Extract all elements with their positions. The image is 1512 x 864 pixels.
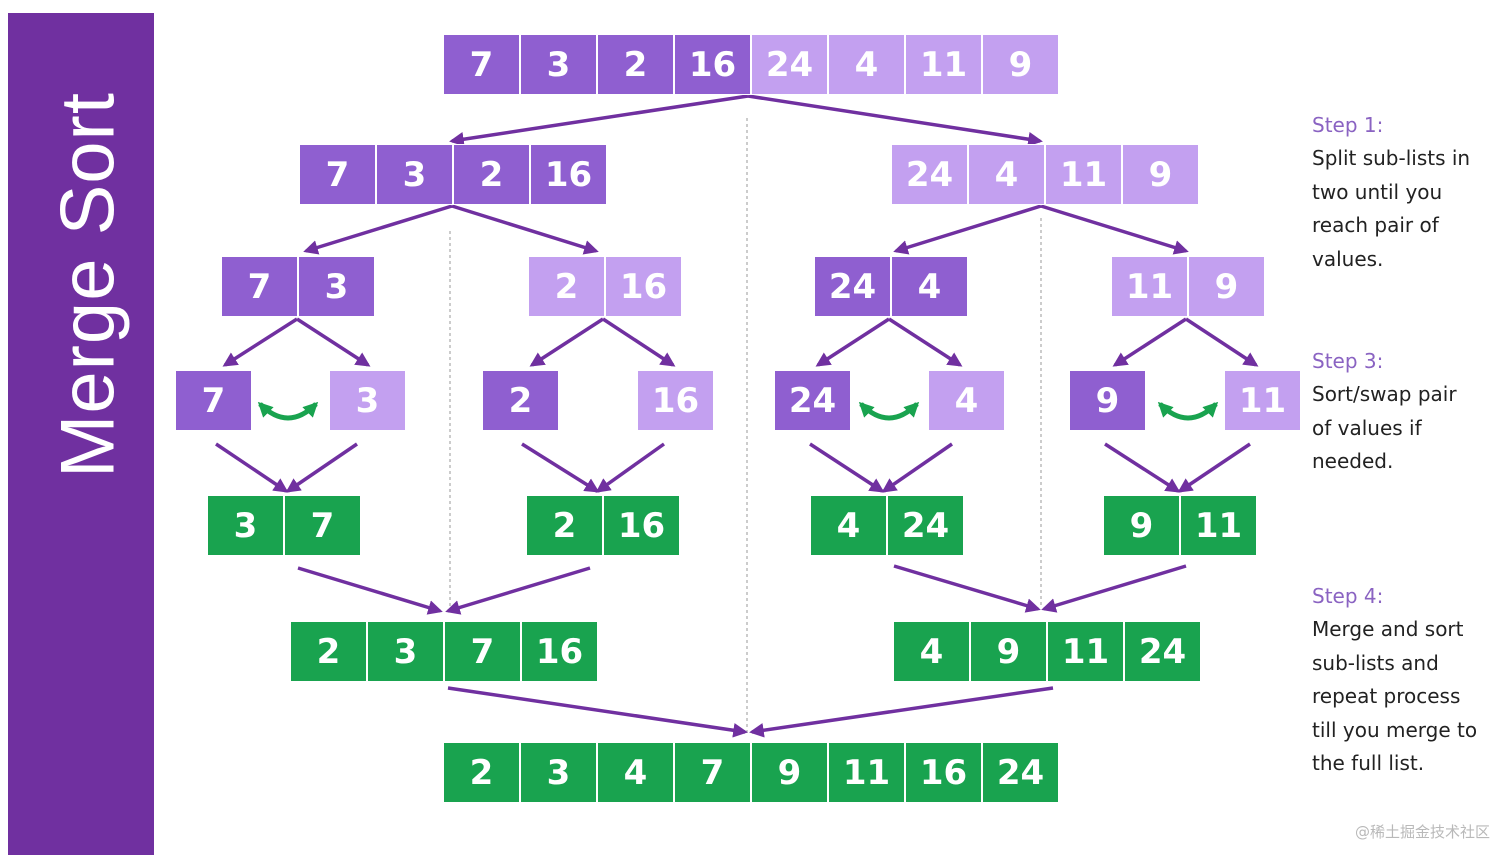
array-cell: 3 [367,621,444,682]
array-cell: 24 [814,256,891,317]
arrow [815,317,890,367]
array-cell: 11 [1045,144,1122,205]
step-3-note: Step 3: Sort/swap pair of values if need… [1312,344,1510,479]
arrow [296,317,371,367]
array-cell: 3 [520,742,597,803]
array-cell: 2 [482,370,559,431]
arrow [1104,442,1181,493]
array-cell: 11 [828,742,905,803]
arrow [809,442,885,493]
array-cell: 11 [1180,495,1257,556]
arrow [303,204,453,255]
array-cell: 11 [1111,256,1188,317]
arrow [893,204,1042,255]
array-cell: 4 [810,495,887,556]
step-label: Step 4: [1312,584,1384,608]
swap-arrows-icon [1157,401,1219,421]
swap-arrows-icon [257,401,319,421]
watermark: @稀土掘金技术社区 [1354,823,1490,841]
arrow [215,442,289,493]
arrow [447,686,748,738]
array-cell: 2 [526,495,603,556]
array-cell: 4 [928,370,1005,431]
arrow [747,94,1043,147]
title-banner: Merge Sort [8,13,154,855]
array-cell: 7 [443,34,520,95]
array-cell: 9 [1069,370,1146,431]
arrow [451,204,599,255]
array-cell: 3 [207,495,284,556]
array-cell: 9 [1188,256,1265,317]
array-cell: 7 [299,144,376,205]
arrow [1041,564,1187,613]
array-cell: 24 [887,495,964,556]
array-cell: 24 [751,34,828,95]
array-cell: 3 [298,256,375,317]
array-cell: 9 [1122,144,1199,205]
arrow [893,564,1041,613]
array-cell: 4 [597,742,674,803]
array-cell: 7 [444,621,521,682]
array-cell: 9 [970,621,1047,682]
array-cell: 2 [597,34,674,95]
array-cell: 11 [1224,370,1301,431]
array-cell: 11 [905,34,982,95]
array-cell: 7 [175,370,252,431]
array-cell: 16 [637,370,714,431]
arrow [602,317,676,367]
array-cell: 16 [905,742,982,803]
array-cell: 2 [443,742,520,803]
array-cell: 7 [284,495,361,556]
step-text: Split sub-lists in two until you reach p… [1312,146,1471,271]
array-cell: 4 [891,256,968,317]
arrow [445,566,591,615]
array-cell: 16 [521,621,598,682]
arrow [529,317,604,367]
array-cell: 3 [520,34,597,95]
array-cell: 4 [828,34,905,95]
array-cell: 16 [603,495,680,556]
swap-arrows-icon [858,401,920,421]
array-cell: 16 [674,34,751,95]
array-cell: 4 [968,144,1045,205]
array-cell: 3 [329,370,406,431]
array-cell: 7 [674,742,751,803]
array-cell: 16 [605,256,682,317]
array-cell: 9 [1103,495,1180,556]
array-cell: 3 [376,144,453,205]
arrow [1040,204,1189,255]
array-cell: 24 [1124,621,1201,682]
step-text: Merge and sort sub-lists and repeat proc… [1312,617,1478,775]
array-cell: 16 [530,144,607,205]
arrow [222,317,298,367]
arrow [881,442,953,493]
array-cell: 2 [290,621,367,682]
arrow [749,686,1054,738]
step-label: Step 3: [1312,349,1384,373]
arrow [449,94,749,147]
arrow [1185,317,1259,367]
array-cell: 2 [528,256,605,317]
array-cell: 24 [774,370,851,431]
arrow [1177,442,1251,493]
arrow [888,317,963,367]
step-label: Step 1: [1312,113,1384,137]
step-4-note: Step 4: Merge and sort sub-lists and rep… [1312,579,1510,781]
array-cell: 24 [982,742,1059,803]
step-text: Sort/swap pair of values if needed. [1312,382,1457,473]
array-cell: 24 [891,144,968,205]
array-cell: 9 [982,34,1059,95]
arrow [1112,317,1187,367]
array-cell: 2 [453,144,530,205]
array-cell: 4 [893,621,970,682]
array-cell: 9 [751,742,828,803]
step-1-note: Step 1: Split sub-lists in two until you… [1312,108,1510,276]
arrow [521,442,600,493]
arrow [595,442,666,493]
arrow [285,442,358,493]
arrow [297,566,443,615]
array-cell: 11 [1047,621,1124,682]
array-cell: 7 [221,256,298,317]
